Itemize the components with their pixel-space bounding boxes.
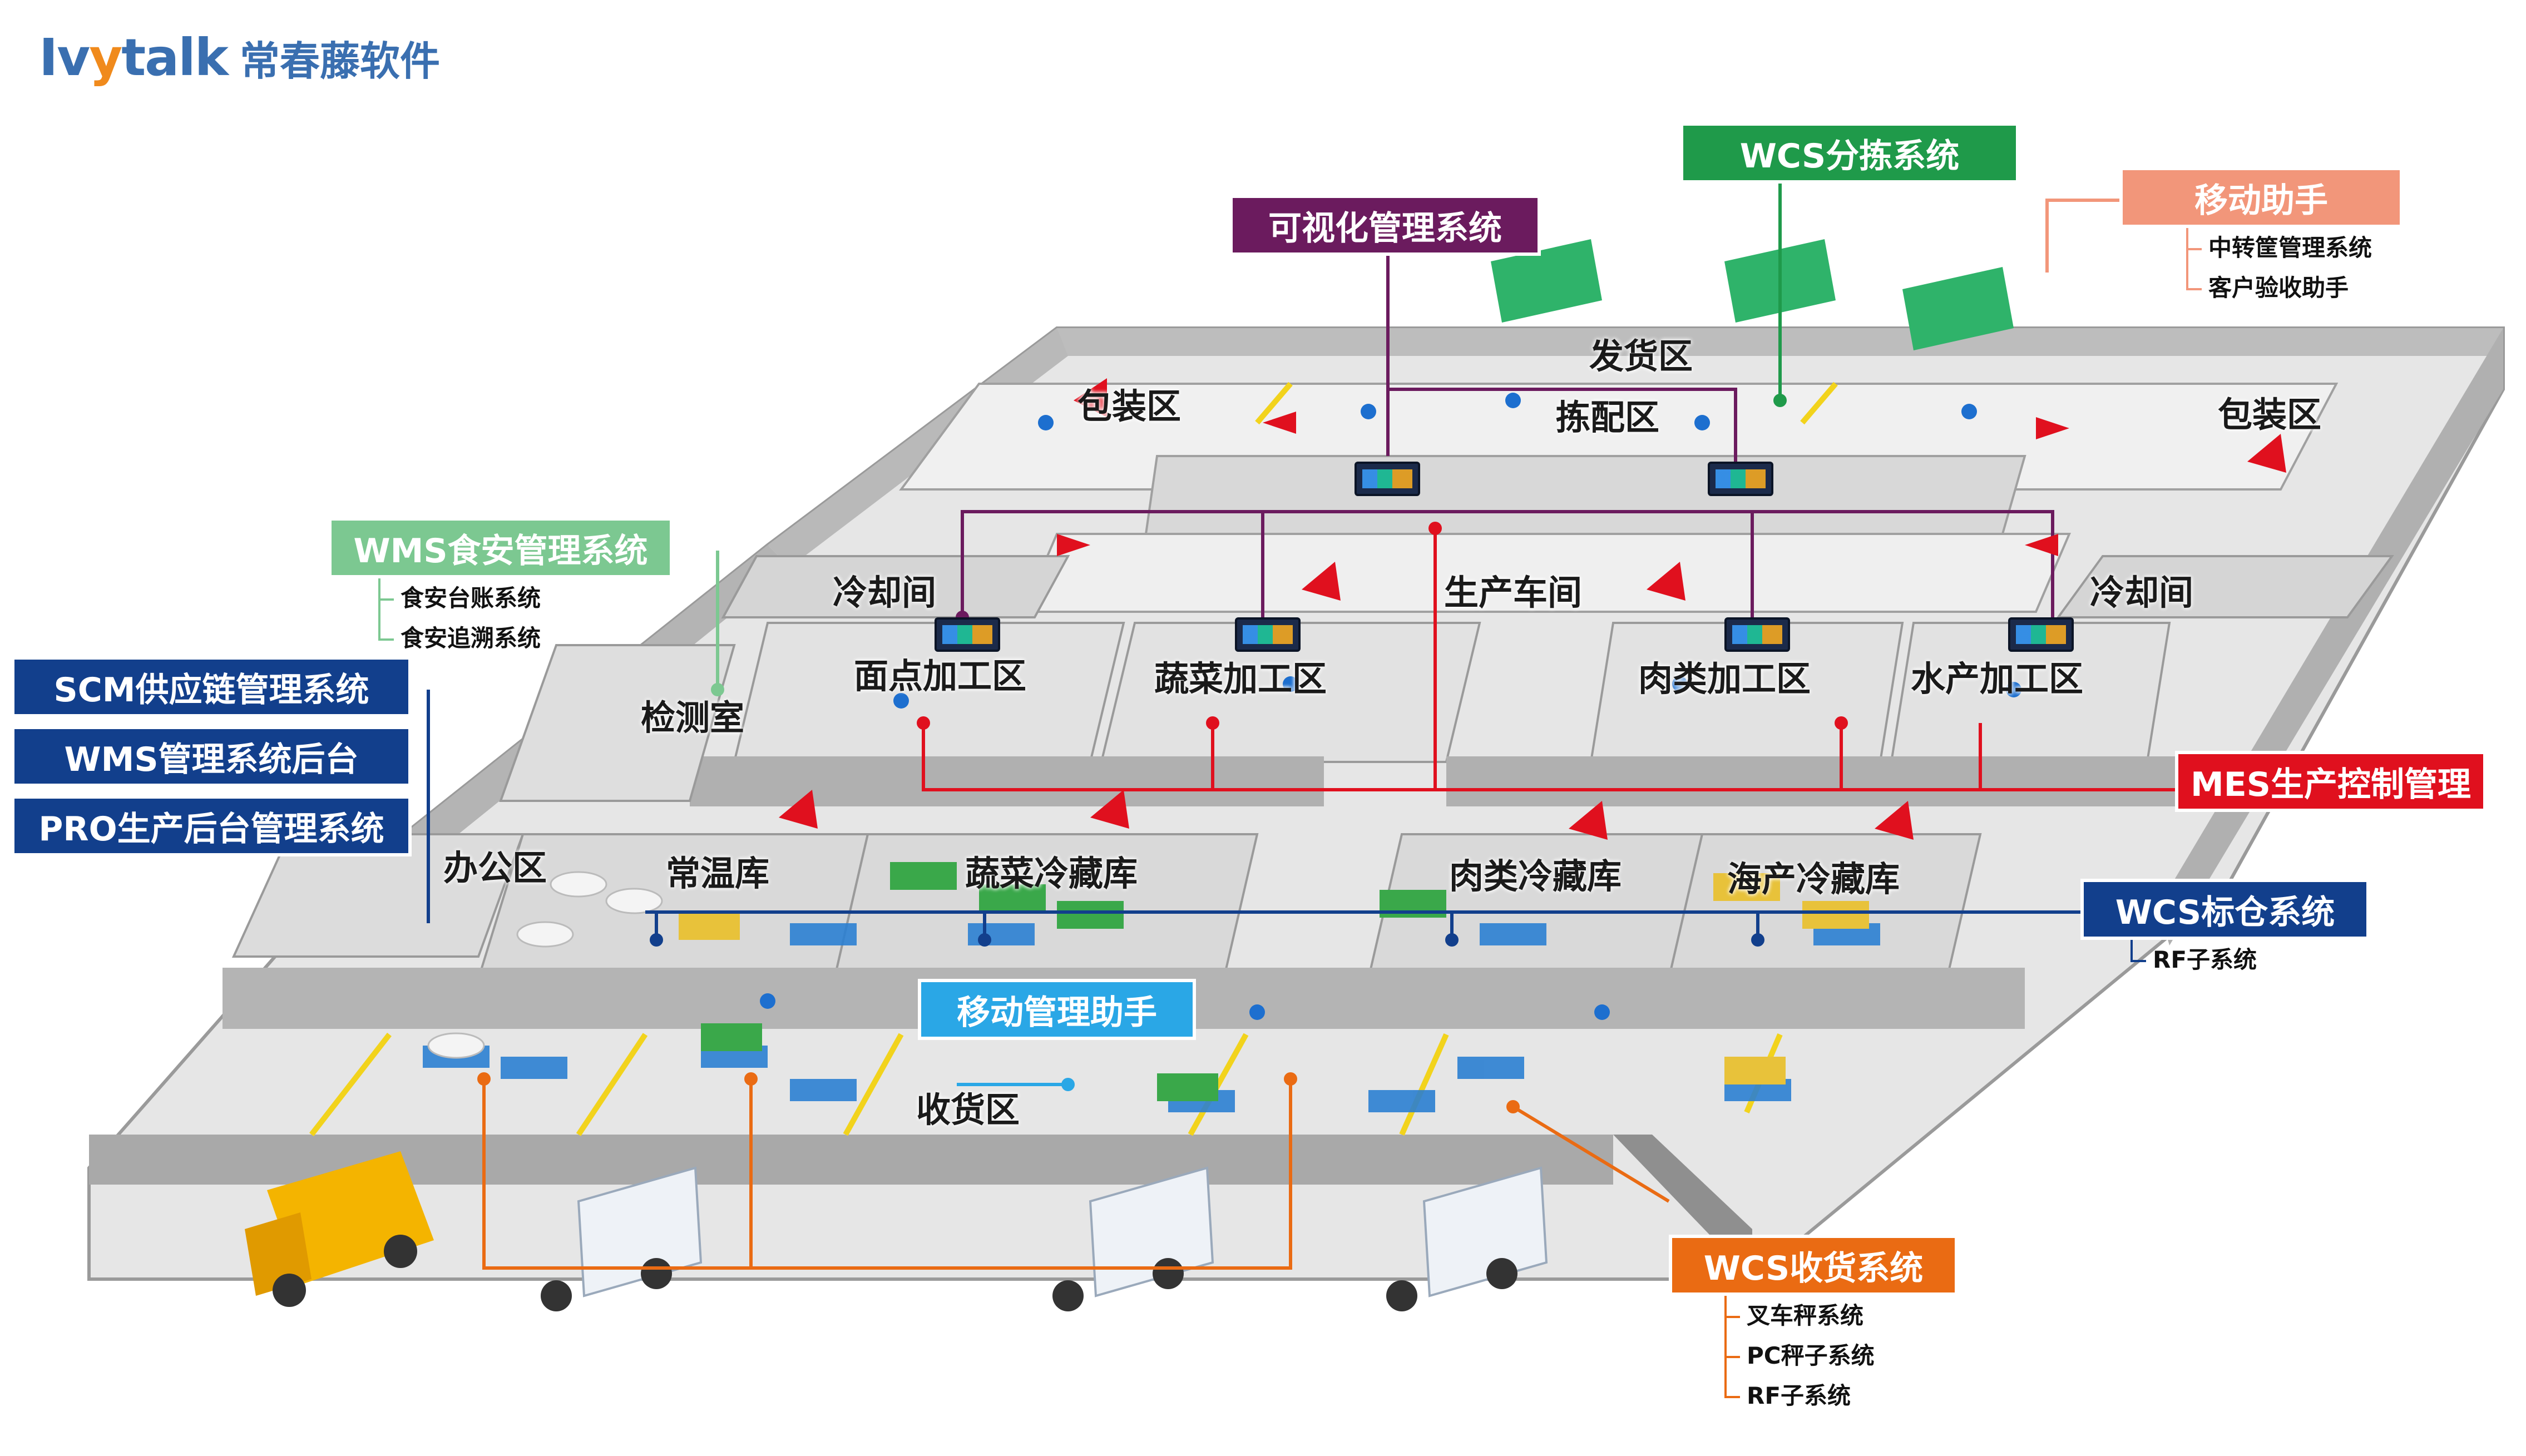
zone-office: 办公区 (443, 848, 547, 888)
zone-receiving: 收货区 (916, 1089, 1020, 1130)
wcs-receiving-subsystems: 叉车秤系统 PC秤子系统 RF子系统 (1724, 1296, 1875, 1416)
logo-latin: Ivytalk (39, 28, 229, 87)
zone-seafood-cold: 海产冷藏库 (1727, 859, 1900, 899)
zone-meat-process: 肉类加工区 (1638, 658, 1811, 699)
zone-meat-cold: 肉类冷藏库 (1449, 856, 1622, 897)
system-scm: SCM供应链管理系统 (11, 656, 412, 717)
system-wcs-stock: WCS标仓系统 (2080, 879, 2370, 940)
dashboard-screen (1235, 617, 1301, 652)
dashboard-screen (2008, 617, 2074, 652)
zone-veg-process: 蔬菜加工区 (1154, 658, 1327, 699)
zone-shipping: 发货区 (1589, 336, 1693, 377)
subsystem-item: PC秤子系统 (1724, 1336, 1875, 1376)
zone-picking: 拣配区 (1555, 397, 1660, 438)
wcs-stock-subsystems: RF子系统 (2130, 940, 2257, 980)
zone-packing-left: 包装区 (1077, 386, 1182, 427)
system-wms-food-safety: WMS食安管理系统 (328, 517, 673, 578)
system-pro-backend: PRO生产后台管理系统 (11, 795, 412, 856)
mobile-assistant-subsystems: 中转筐管理系统 客户验收助手 (2186, 228, 2372, 308)
wms-food-subsystems: 食安台账系统 食安追溯系统 (378, 578, 541, 658)
subsystem-item: 中转筐管理系统 (2186, 228, 2372, 268)
dashboard-screen (1724, 617, 1790, 652)
system-mobile-assistant: 移动助手 (2119, 167, 2403, 228)
subsystem-item: 客户验收助手 (2186, 268, 2372, 308)
logo-cn: 常春藤软件 (239, 38, 440, 85)
subsystem-item: RF子系统 (1724, 1376, 1875, 1416)
zone-production: 生产车间 (1444, 572, 1583, 613)
dashboard-screen (1708, 462, 1773, 496)
delivery-van (245, 1151, 434, 1307)
zone-cooling-left: 冷却间 (832, 572, 937, 613)
system-wcs-receiving: WCS收货系统 (1669, 1235, 1958, 1296)
zone-seafood-process: 水产加工区 (1910, 658, 2084, 699)
zone-packing-right: 包装区 (2217, 394, 2322, 435)
company-logo: Ivytalk 常春藤软件 (39, 28, 440, 87)
subsystem-item: 叉车秤系统 (1724, 1296, 1875, 1336)
zone-veg-cold: 蔬菜冷藏库 (965, 853, 1138, 894)
zone-lab: 检测室 (640, 697, 745, 738)
system-mobile-management: 移动管理助手 (918, 979, 1196, 1040)
system-visual-management: 可视化管理系统 (1229, 195, 1541, 256)
zone-ambient: 常温库 (665, 853, 770, 894)
system-mes: MES生产控制管理 (2175, 751, 2487, 812)
zone-cooling-right: 冷却间 (2089, 572, 2194, 613)
dashboard-screen (935, 617, 1000, 652)
dashboard-screen (1355, 462, 1420, 496)
system-wms-backend: WMS管理系统后台 (11, 726, 412, 787)
subsystem-item: 食安追溯系统 (378, 618, 541, 658)
subsystem-item: RF子系统 (2130, 940, 2257, 980)
zone-pastry: 面点加工区 (853, 656, 1027, 696)
subsystem-item: 食安台账系统 (378, 578, 541, 618)
system-wcs-sorting: WCS分拣系统 (1680, 122, 2019, 184)
